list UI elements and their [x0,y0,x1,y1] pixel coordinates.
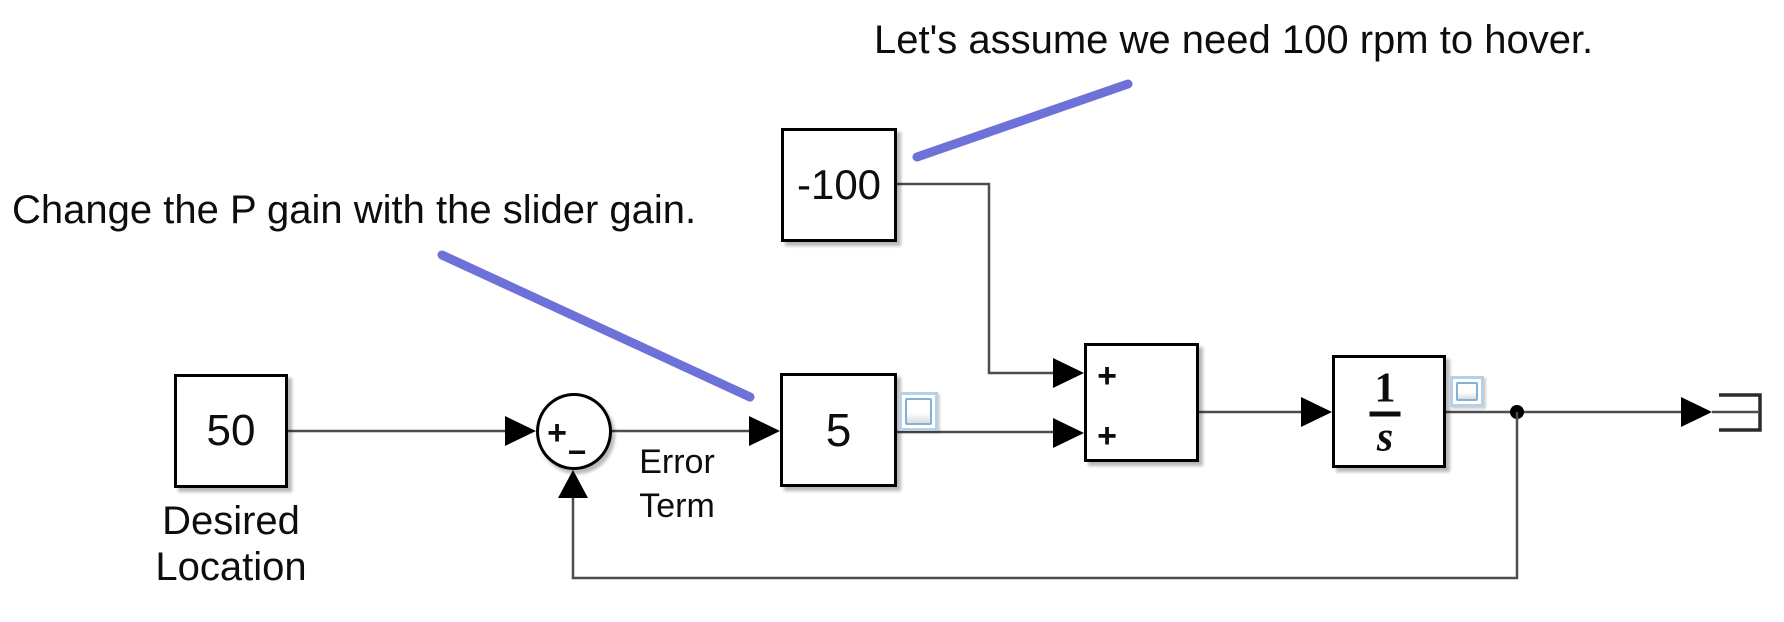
block-hover-rpm-constant[interactable]: -100 [781,128,897,242]
plus-sign-bottom: + [1097,417,1117,455]
wire-feedback-to-sum[interactable] [558,412,1519,580]
annotation-hover-note[interactable]: Let's assume we need 100 rpm to hover. [874,18,1594,62]
wire-integrator-to-outport[interactable] [1446,397,1758,427]
block-sum-junction[interactable]: + − [536,393,612,470]
signal-viewer-icon[interactable] [1450,376,1484,407]
viewer-screen-glyph [1456,382,1478,401]
block-value: 50 [206,406,256,455]
out-bus-port-icon[interactable] [1719,393,1762,432]
annotation-pointer-line-hover[interactable] [912,79,1133,162]
plus-sign-top: + [1097,357,1117,395]
block-add[interactable]: + + [1084,343,1199,462]
wire-gain-to-add[interactable] [897,418,1084,448]
wire-add-to-integrator[interactable] [1199,397,1332,427]
fraction-numerator: 1 [1374,365,1396,412]
arrowhead-icon [558,470,588,498]
wire-desired-to-sum[interactable] [288,416,536,446]
wire-sum-to-gain[interactable] [612,416,780,446]
fraction-denominator: s [1376,414,1394,461]
block-value: 5 [825,404,852,456]
block-slider-gain[interactable]: 5 [780,373,897,487]
wire-hover-const-to-add[interactable] [896,182,1084,388]
plus-sign: + [547,414,567,452]
minus-sign: − [567,434,587,470]
block-desired-location-constant[interactable]: 50 [174,374,288,488]
signal-label-error-term[interactable]: Error Term [639,443,715,525]
arrowhead-icon [1301,397,1332,427]
arrowhead-icon [1053,418,1084,448]
integrator-fraction: 1 s [1369,365,1401,461]
fraction-bar [1369,411,1401,417]
annotation-slider-note[interactable]: Change the P gain with the slider gain. [12,188,697,232]
arrowhead-icon [505,416,536,446]
viewer-screen-glyph [905,398,932,425]
block-value: -100 [796,161,882,208]
arrowhead-icon [749,416,780,446]
arrowhead-icon [1681,397,1712,427]
block-name-desired-location[interactable]: Desired Location [155,499,307,589]
arrowhead-icon [1053,358,1084,388]
signal-viewer-icon[interactable] [899,392,938,431]
annotation-pointer-line-slider[interactable] [437,250,755,402]
